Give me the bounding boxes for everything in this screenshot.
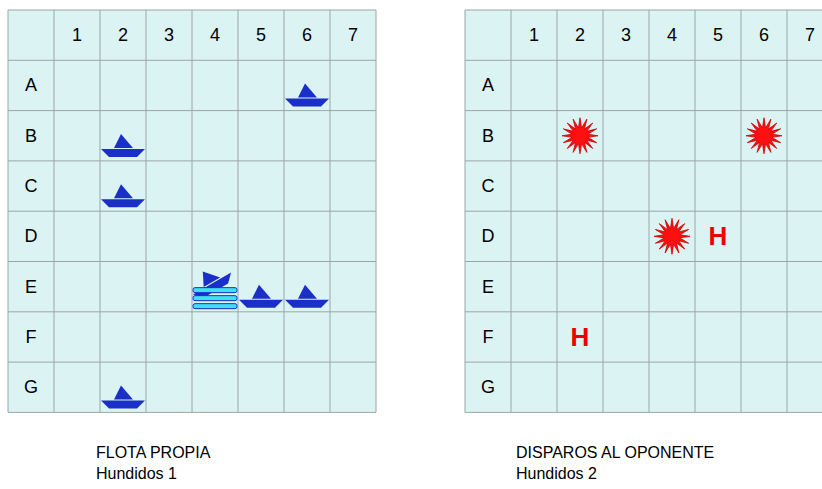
grid-line xyxy=(465,311,822,312)
column-number: 6 xyxy=(302,26,312,44)
ship-sail xyxy=(298,285,317,299)
column-number: 4 xyxy=(210,26,220,44)
grid-line xyxy=(8,211,376,212)
grid-line xyxy=(465,211,822,212)
ship-hull xyxy=(101,400,145,408)
ship-icon xyxy=(101,385,145,408)
column-number: 1 xyxy=(529,26,539,44)
ship-sail xyxy=(114,184,133,198)
grid-line xyxy=(8,261,376,262)
grid-line xyxy=(330,10,331,412)
own-fleet-grid xyxy=(8,10,376,412)
grid-line xyxy=(465,362,822,363)
row-letter: B xyxy=(25,127,37,145)
water-wave xyxy=(193,304,237,309)
grid-line xyxy=(465,261,822,262)
grid-ground xyxy=(8,10,376,412)
row-letter: A xyxy=(482,76,494,94)
ship-icon xyxy=(101,134,145,157)
grid-line xyxy=(741,10,742,412)
ship-sail xyxy=(114,134,133,148)
sinking-boat xyxy=(185,259,235,301)
ship-hull xyxy=(101,199,145,207)
grid-line xyxy=(8,311,376,312)
hit-burst xyxy=(562,118,598,154)
row-letter: B xyxy=(482,127,494,145)
row-letter: D xyxy=(25,227,38,245)
ship-icon xyxy=(285,84,329,107)
column-number: 1 xyxy=(72,26,82,44)
water-mark: H xyxy=(709,223,728,249)
shots-grid xyxy=(465,10,822,412)
water-wave xyxy=(193,296,237,301)
grid-line xyxy=(284,10,285,412)
ship-hull xyxy=(285,99,329,107)
grid-line xyxy=(787,10,788,412)
column-number: 2 xyxy=(118,26,128,44)
fleet xyxy=(101,84,329,409)
column-number: 7 xyxy=(805,26,815,44)
sunk-ship xyxy=(185,259,237,308)
ship-icon xyxy=(185,259,235,301)
ship-sail xyxy=(298,84,317,98)
row-letter: F xyxy=(483,328,494,346)
grid-line xyxy=(465,60,822,61)
row-letter: F xyxy=(26,328,37,346)
grid-ground xyxy=(465,10,822,412)
row-letter: C xyxy=(482,177,495,195)
sunk-count: Hundidos 2 xyxy=(516,466,597,482)
row-letter: G xyxy=(24,378,38,396)
ship-sail xyxy=(197,265,220,287)
ship-hull xyxy=(239,300,283,308)
column-number: 7 xyxy=(348,26,358,44)
grid-line xyxy=(465,160,822,161)
column-number: 3 xyxy=(621,26,631,44)
ship-hull xyxy=(101,149,145,157)
ship-sail xyxy=(114,385,133,399)
row-letter: G xyxy=(481,378,495,396)
grid-line xyxy=(465,412,822,413)
ship-icon xyxy=(101,184,145,207)
row-letter: E xyxy=(25,278,37,296)
row-letter: C xyxy=(25,177,38,195)
ship-hull xyxy=(285,300,329,308)
sunk-count: Hundidos 1 xyxy=(96,466,177,482)
row-letter: D xyxy=(482,227,495,245)
column-number: 3 xyxy=(164,26,174,44)
board-caption: DISPAROS AL OPONENTE xyxy=(516,445,714,461)
hit-burst xyxy=(654,218,690,254)
row-letter: E xyxy=(482,278,494,296)
water-mark: H xyxy=(571,324,590,350)
row-letter: A xyxy=(25,76,37,94)
hit-burst xyxy=(746,118,782,154)
ship-icon xyxy=(285,285,329,308)
grid-line xyxy=(376,10,377,412)
grid-line xyxy=(8,362,376,363)
water-wave xyxy=(193,288,237,293)
column-number: 5 xyxy=(713,26,723,44)
column-number: 4 xyxy=(667,26,677,44)
board-caption: FLOTA PROPIA xyxy=(96,445,210,461)
column-number: 5 xyxy=(256,26,266,44)
grid-line xyxy=(8,412,376,413)
grid-line xyxy=(465,110,822,111)
grid-line xyxy=(238,10,239,412)
ship-sail xyxy=(252,285,271,299)
column-number: 2 xyxy=(575,26,585,44)
ship-icon xyxy=(239,285,283,308)
column-number: 6 xyxy=(759,26,769,44)
grid-line xyxy=(465,10,822,11)
grid-line xyxy=(695,10,696,412)
